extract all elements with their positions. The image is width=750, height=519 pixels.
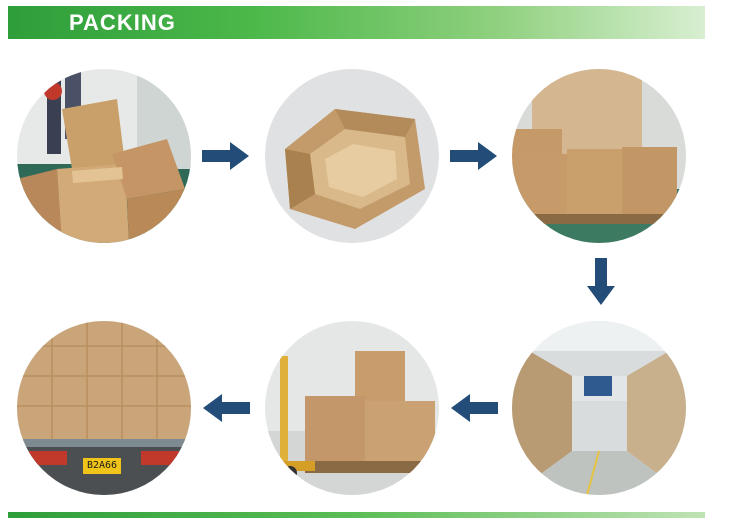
arrow-left-icon — [451, 394, 498, 422]
cartons-on-pallet-photo — [512, 69, 686, 243]
worker-assembling-boxes-photo — [17, 69, 191, 243]
warehouse-shelves-photo — [512, 321, 686, 495]
section-banner: PACKING — [8, 6, 705, 39]
loaded-truck-photo: B2A66 — [17, 321, 191, 495]
open-carton-photo — [265, 69, 439, 243]
arrow-right-icon — [202, 142, 249, 170]
footer-divider — [8, 512, 705, 518]
arrow-down-icon — [587, 258, 615, 305]
pallet-jack-cartons-photo — [265, 321, 439, 495]
arrow-left-icon — [203, 394, 250, 422]
truck-plate: B2A66 — [83, 458, 121, 474]
arrow-right-icon — [450, 142, 497, 170]
section-title: PACKING — [69, 10, 176, 35]
